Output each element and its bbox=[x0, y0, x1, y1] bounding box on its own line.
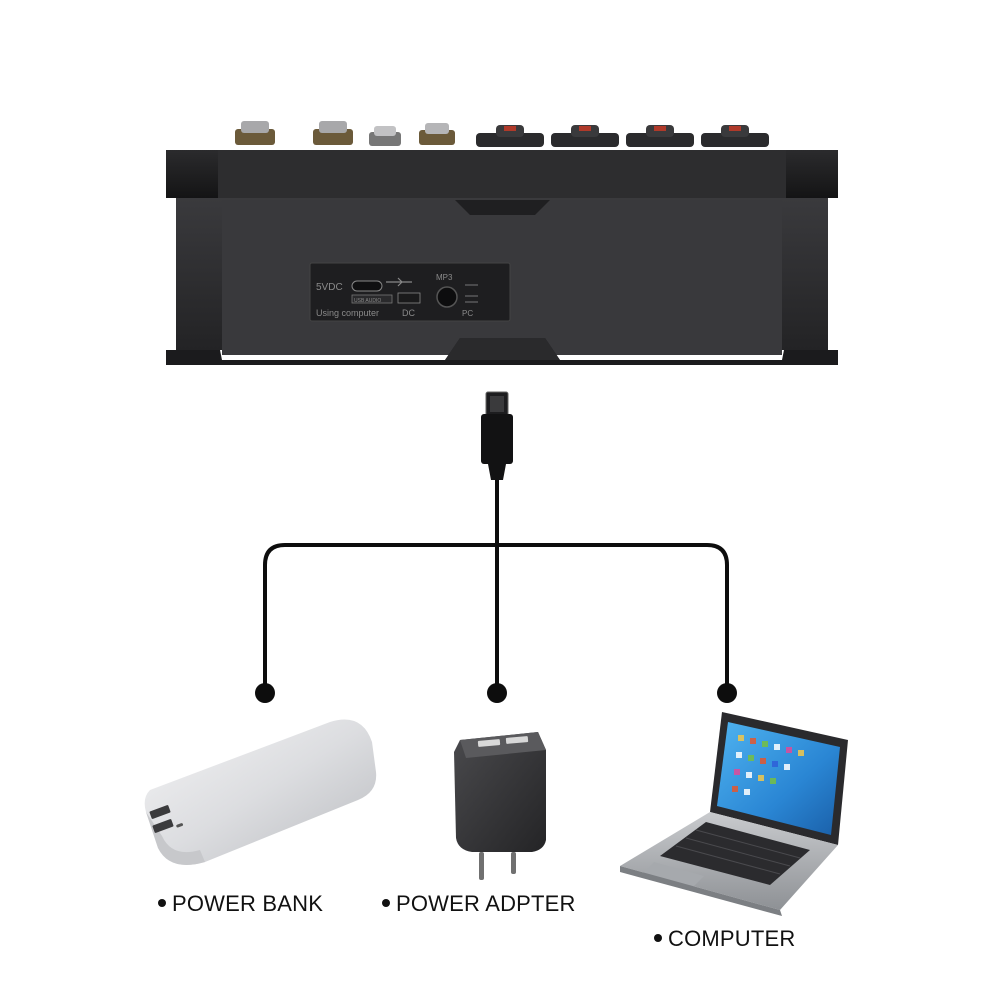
power-adapter-image bbox=[454, 732, 546, 880]
power-bank-image bbox=[144, 719, 377, 865]
pc-label: PC bbox=[462, 309, 473, 318]
bullet-icon bbox=[158, 899, 166, 907]
desktop-icons bbox=[732, 735, 804, 795]
plug-pin bbox=[479, 852, 484, 880]
laptop-image bbox=[620, 712, 848, 916]
bullet-icon bbox=[382, 899, 390, 907]
power-bank-node bbox=[255, 683, 275, 703]
usb-port bbox=[152, 819, 174, 833]
power-bank-caption: POWER BANK bbox=[158, 891, 323, 917]
usb-audio-label: USB AUDIO bbox=[354, 298, 381, 304]
usage-label: Using computer bbox=[316, 308, 379, 318]
power-adapter-label: POWER ADPTER bbox=[396, 891, 576, 916]
mp3-label: MP3 bbox=[436, 273, 453, 282]
power-adapter-node bbox=[487, 683, 507, 703]
keyboard bbox=[660, 822, 810, 885]
usb-symbol-icon bbox=[386, 277, 412, 287]
trackpad bbox=[640, 862, 704, 890]
indicator-light bbox=[176, 823, 184, 828]
usb-port bbox=[149, 805, 171, 819]
rear-panel: 5VDC USB AUDIO Using computer DC MP3 PC bbox=[309, 262, 511, 322]
computer-node bbox=[717, 683, 737, 703]
dc-label: DC bbox=[402, 308, 415, 318]
usb-c-port bbox=[351, 280, 383, 292]
input-label: 5VDC bbox=[316, 282, 343, 293]
bullet-icon bbox=[654, 934, 662, 942]
usb-audio-port bbox=[351, 294, 393, 304]
computer-caption: COMPUTER bbox=[654, 926, 796, 952]
mode-switch-button[interactable] bbox=[436, 286, 458, 308]
usb-slot bbox=[505, 736, 529, 744]
laptop-screen bbox=[717, 722, 840, 835]
computer-label: COMPUTER bbox=[668, 926, 796, 951]
mixer-knobs bbox=[235, 121, 769, 147]
usb-slot bbox=[477, 739, 501, 747]
mixer-device: 5VDC USB AUDIO Using computer DC MP3 PC bbox=[166, 121, 838, 365]
usb-cable bbox=[255, 391, 737, 703]
power-bank-label: POWER BANK bbox=[172, 891, 324, 916]
plug-pin bbox=[511, 852, 516, 874]
usb-a-port bbox=[397, 292, 421, 304]
plug-housing bbox=[481, 414, 513, 464]
power-adapter-caption: POWER ADPTER bbox=[382, 891, 576, 917]
